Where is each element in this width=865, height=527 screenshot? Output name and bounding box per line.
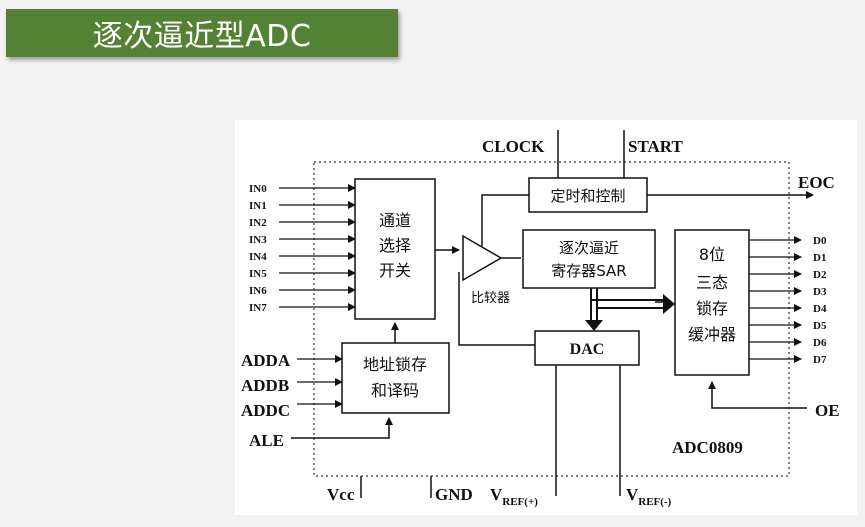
output-label-5: D5 [813,320,827,332]
addr-label-1: ADDB [241,376,289,395]
output-label-3: D3 [813,286,827,298]
output-label-4: D4 [813,303,827,315]
oe-line [708,381,807,409]
timing-control-label: 定时和控制 [550,187,625,205]
output-label-1: D1 [813,252,826,264]
input-label-1: IN1 [249,200,267,212]
chip-name: ADC0809 [672,438,743,457]
channel-switch-line3: 开关 [379,261,411,280]
sar-to-buffer-arrowhead [663,294,675,314]
tristate-line4: 缓冲器 [688,325,736,344]
addr-latch-line2: 和译码 [371,381,419,400]
ale-label: ALE [249,431,284,450]
vref-pos-sub: REF(+) [502,496,538,508]
vref-neg-sub: REF(-) [638,496,671,508]
addr-latch-line1: 地址锁存 [363,355,427,374]
channel-switch-line2: 选择 [379,236,411,255]
addr-label-0: ADDA [241,351,291,370]
input-label-3: IN3 [249,234,267,246]
analog-inputs: IN0 IN1 IN2 IN3 IN4 IN5 IN6 IN7 [249,183,356,314]
output-label-7: D7 [813,354,827,366]
slide-title: 逐次逼近型ADC [92,19,312,54]
comparator-to-timing-line [481,194,529,246]
tristate-buffer-block [674,229,750,376]
sar-bus-upper [590,288,663,301]
comparator-symbol [462,234,503,282]
clock-label: CLOCK [482,137,545,156]
vref-pos-main: V [490,485,503,504]
dac-label: DAC [570,341,605,358]
diagram-canvas: CLOCK START 定时和控制 EOC 通道 选择 开关 IN0 IN1 I… [241,130,840,508]
input-label-0: IN0 [249,183,267,195]
chip-boundary [313,161,790,477]
ale-line [291,417,393,439]
sar-line1: 逐次逼近 [559,239,619,257]
tristate-line2: 三态 [696,273,728,292]
vref-neg-main: V [626,485,639,504]
input-label-5: IN5 [249,268,267,280]
dac-block [534,330,640,366]
vcc-label: Vcc [327,485,355,504]
timing-control-block [528,177,648,213]
sar-block [522,229,656,289]
sar-line2: 寄存器SAR [551,262,626,280]
adc0809-block-diagram: CLOCK START 定时和控制 EOC 通道 选择 开关 IN0 IN1 I… [235,120,857,515]
gnd-label: GND [435,485,473,504]
output-label-6: D6 [813,337,827,349]
gnd-label-text: GND [435,485,473,504]
comparator-label: 比较器 [471,291,510,306]
digital-outputs: D0 D1 D2 D3 D4 D5 D6 D7 [749,235,827,366]
eoc-label: EOC [798,173,835,192]
output-label-0: D0 [813,235,827,247]
vref-neg-label: VREF(-) [626,485,672,508]
input-label-6: IN6 [249,285,267,297]
oe-label: OE [815,401,840,420]
sar-bus-lower [596,288,663,309]
vref-pos-label: VREF(+) [490,485,538,508]
start-label: START [628,137,683,156]
channel-switch-block [354,178,436,320]
input-label-2: IN2 [249,217,267,229]
output-label-2: D2 [813,269,827,281]
input-label-4: IN4 [249,251,267,263]
addr-latch-block [341,342,450,414]
channel-switch-line1: 通道 [379,211,411,230]
tristate-line3: 锁存 [696,299,728,318]
tristate-line1: 8位 [699,245,725,264]
dac-feedback-line [458,272,535,346]
input-label-7: IN7 [249,302,267,314]
sar-to-dac-arrowhead [585,320,603,331]
addr-label-2: ADDC [241,401,290,420]
slide-title-bar: 逐次逼近型ADC [6,9,398,57]
